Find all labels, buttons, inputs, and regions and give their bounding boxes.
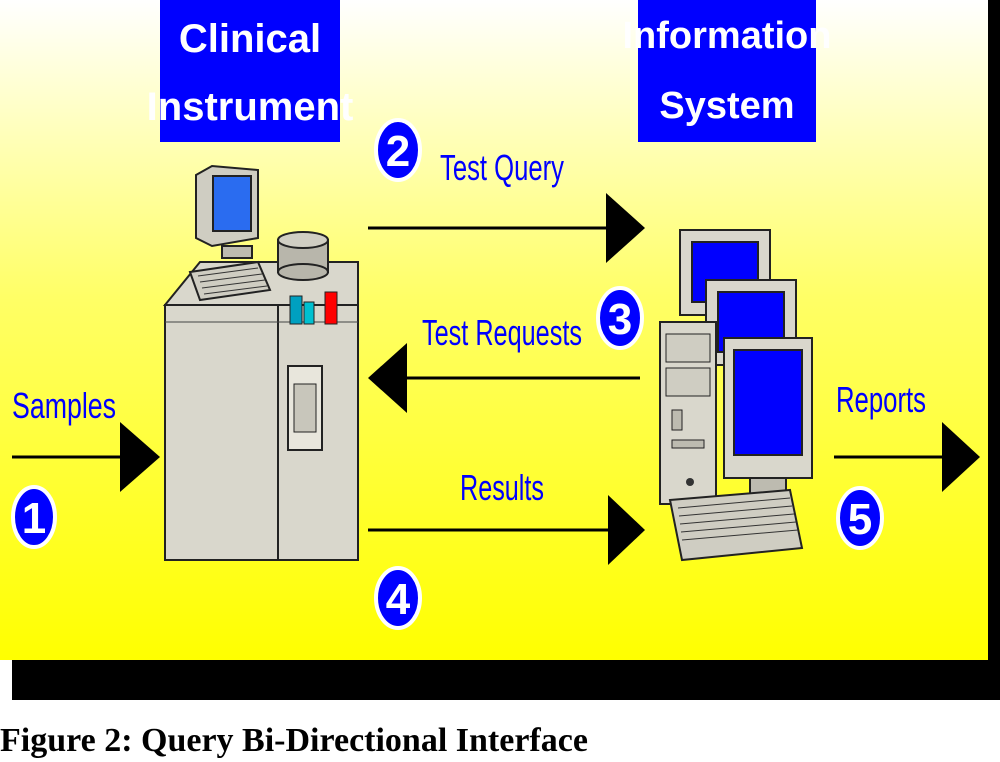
step-number-2: 2 — [386, 127, 410, 176]
clinical-instrument-box: Clinical Instrument — [147, 0, 354, 142]
information-system-line2: System — [659, 85, 794, 127]
step-number-3: 3 — [608, 295, 632, 344]
arrow-reports — [834, 422, 980, 492]
label-results: Results — [460, 467, 544, 508]
step-badge-3: 3 — [596, 286, 644, 350]
arrow-test-query — [368, 193, 645, 263]
arrow-test-requests — [368, 343, 640, 413]
step-number-4: 4 — [386, 575, 411, 624]
step-badge-4: 4 — [374, 566, 422, 630]
panel-shadow-right — [988, 0, 1000, 700]
figure-caption: Figure 2: Query Bi-Directional Interface — [0, 722, 588, 759]
clinical-instrument-line2: Instrument — [147, 85, 354, 129]
arrow-results — [368, 495, 645, 565]
step-number-5: 5 — [848, 495, 872, 544]
label-reports: Reports — [836, 379, 926, 420]
information-system-icon — [659, 229, 813, 562]
step-badge-5: 5 — [836, 486, 884, 550]
step-badge-1: 1 — [11, 485, 57, 549]
clinical-instrument-icon — [162, 164, 359, 561]
information-system-box: Information System — [623, 0, 832, 142]
label-samples: Samples — [12, 385, 116, 426]
panel-shadow-bottom — [12, 660, 1000, 700]
step-badge-2: 2 — [374, 118, 422, 182]
clinical-instrument-line1: Clinical — [179, 17, 321, 61]
label-test-query: Test Query — [440, 147, 564, 188]
label-test-requests: Test Requests — [422, 312, 582, 353]
arrow-samples — [12, 422, 160, 492]
information-system-line1: Information — [623, 15, 832, 57]
step-number-1: 1 — [22, 494, 46, 543]
